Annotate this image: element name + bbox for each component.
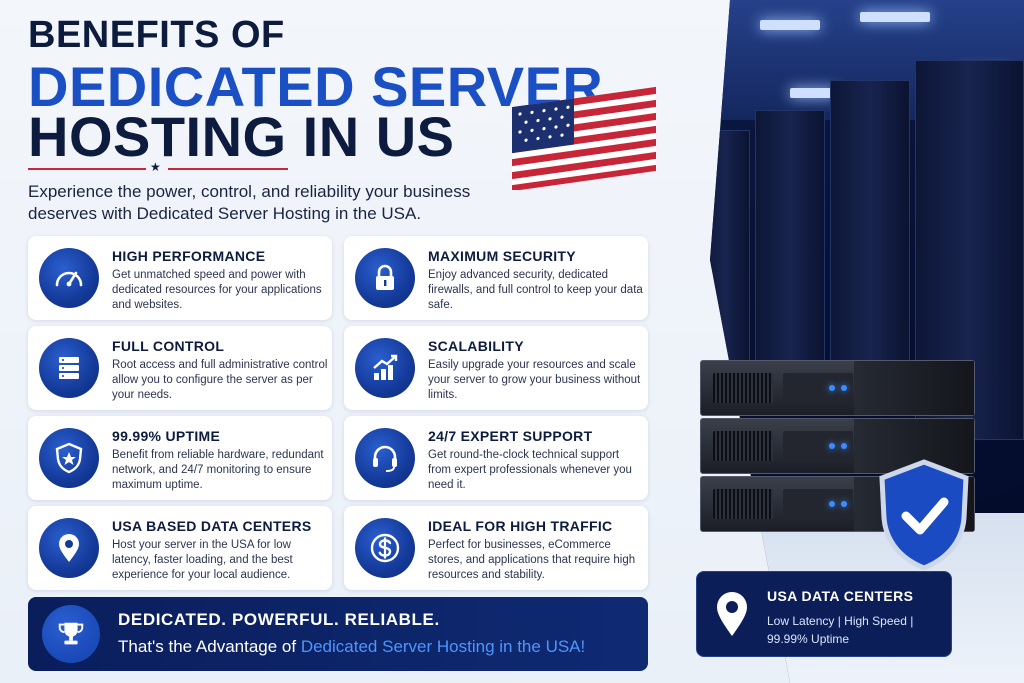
- dollar-icon: [355, 518, 415, 578]
- bottom-banner: DEDICATED. POWERFUL. RELIABLE. That's th…: [28, 597, 648, 671]
- tagline-prefix: That's the Advantage of: [118, 637, 301, 656]
- card-title: 99.99% UPTIME: [112, 428, 221, 444]
- banner-headline: DEDICATED. POWERFUL. RELIABLE.: [118, 610, 440, 629]
- server-unit: [700, 360, 975, 416]
- benefit-card-full-control: FULL CONTROL Root access and full admini…: [28, 326, 332, 410]
- title-divider: ★: [28, 160, 288, 174]
- card-description: Enjoy advanced security, dedicated firew…: [428, 269, 643, 311]
- card-description: Get unmatched speed and power with dedic…: [112, 269, 322, 311]
- card-description: Get round-the-clock technical support fr…: [428, 449, 632, 491]
- card-description: Easily upgrade your resources and scale …: [428, 359, 641, 401]
- datacenters-title: USA DATA CENTERS: [767, 588, 914, 604]
- card-title: MAXIMUM SECURITY: [428, 248, 576, 264]
- benefit-card-high-performance: HIGH PERFORMANCE Get unmatched speed and…: [28, 236, 332, 320]
- card-description: Benefit from reliable hardware, redundan…: [112, 449, 324, 491]
- card-title: SCALABILITY: [428, 338, 524, 354]
- card-title: USA BASED DATA CENTERS: [112, 518, 312, 534]
- card-description: Perfect for businesses, eCommerce stores…: [428, 539, 636, 581]
- shield-check-icon: [879, 459, 969, 570]
- server-icon: [39, 338, 99, 398]
- card-title: 24/7 EXPERT SUPPORT: [428, 428, 593, 444]
- benefit-card-high-traffic: IDEAL FOR HIGH TRAFFIC Perfect for busin…: [344, 506, 648, 590]
- lock-icon: [355, 248, 415, 308]
- location-pin-icon: [717, 592, 747, 636]
- speedometer-icon: [39, 248, 99, 308]
- title-line-1: BENEFITS OF: [28, 14, 285, 56]
- card-description: Root access and full administrative cont…: [112, 359, 328, 401]
- us-flag-icon: [512, 86, 656, 190]
- benefit-card-scalability: SCALABILITY Easily upgrade your resource…: [344, 326, 648, 410]
- tagline-highlight: Dedicated Server Hosting in the USA!: [300, 637, 586, 656]
- shield-star-icon: [39, 428, 99, 488]
- card-description: Host your server in the USA for low late…: [112, 539, 293, 581]
- growth-chart-icon: [355, 338, 415, 398]
- card-title: FULL CONTROL: [112, 338, 225, 354]
- benefit-card-expert-support: 24/7 EXPERT SUPPORT Get round-the-clock …: [344, 416, 648, 500]
- benefit-card-uptime: 99.99% UPTIME Benefit from reliable hard…: [28, 416, 332, 500]
- server-rack: [710, 130, 750, 390]
- server-rack: [830, 80, 910, 410]
- benefit-card-maximum-security: MAXIMUM SECURITY Enjoy advanced security…: [344, 236, 648, 320]
- banner-tagline: That's the Advantage of Dedicated Server…: [118, 637, 585, 657]
- datacenters-description: Low Latency | High Speed | 99.99% Uptime: [767, 614, 914, 646]
- location-pin-icon: [39, 518, 99, 578]
- headset-icon: [355, 428, 415, 488]
- card-title: IDEAL FOR HIGH TRAFFIC: [428, 518, 613, 534]
- trophy-icon: [42, 605, 100, 663]
- title-line-3: HOSTING IN US: [28, 105, 455, 168]
- subtitle: Experience the power, control, and relia…: [28, 182, 471, 223]
- title-line-2: DEDICATED SERVER: [28, 55, 604, 118]
- benefit-card-usa-data-centers: USA BASED DATA CENTERS Host your server …: [28, 506, 332, 590]
- usa-data-centers-box: USA DATA CENTERS Low Latency | High Spee…: [696, 571, 952, 657]
- card-title: HIGH PERFORMANCE: [112, 248, 266, 264]
